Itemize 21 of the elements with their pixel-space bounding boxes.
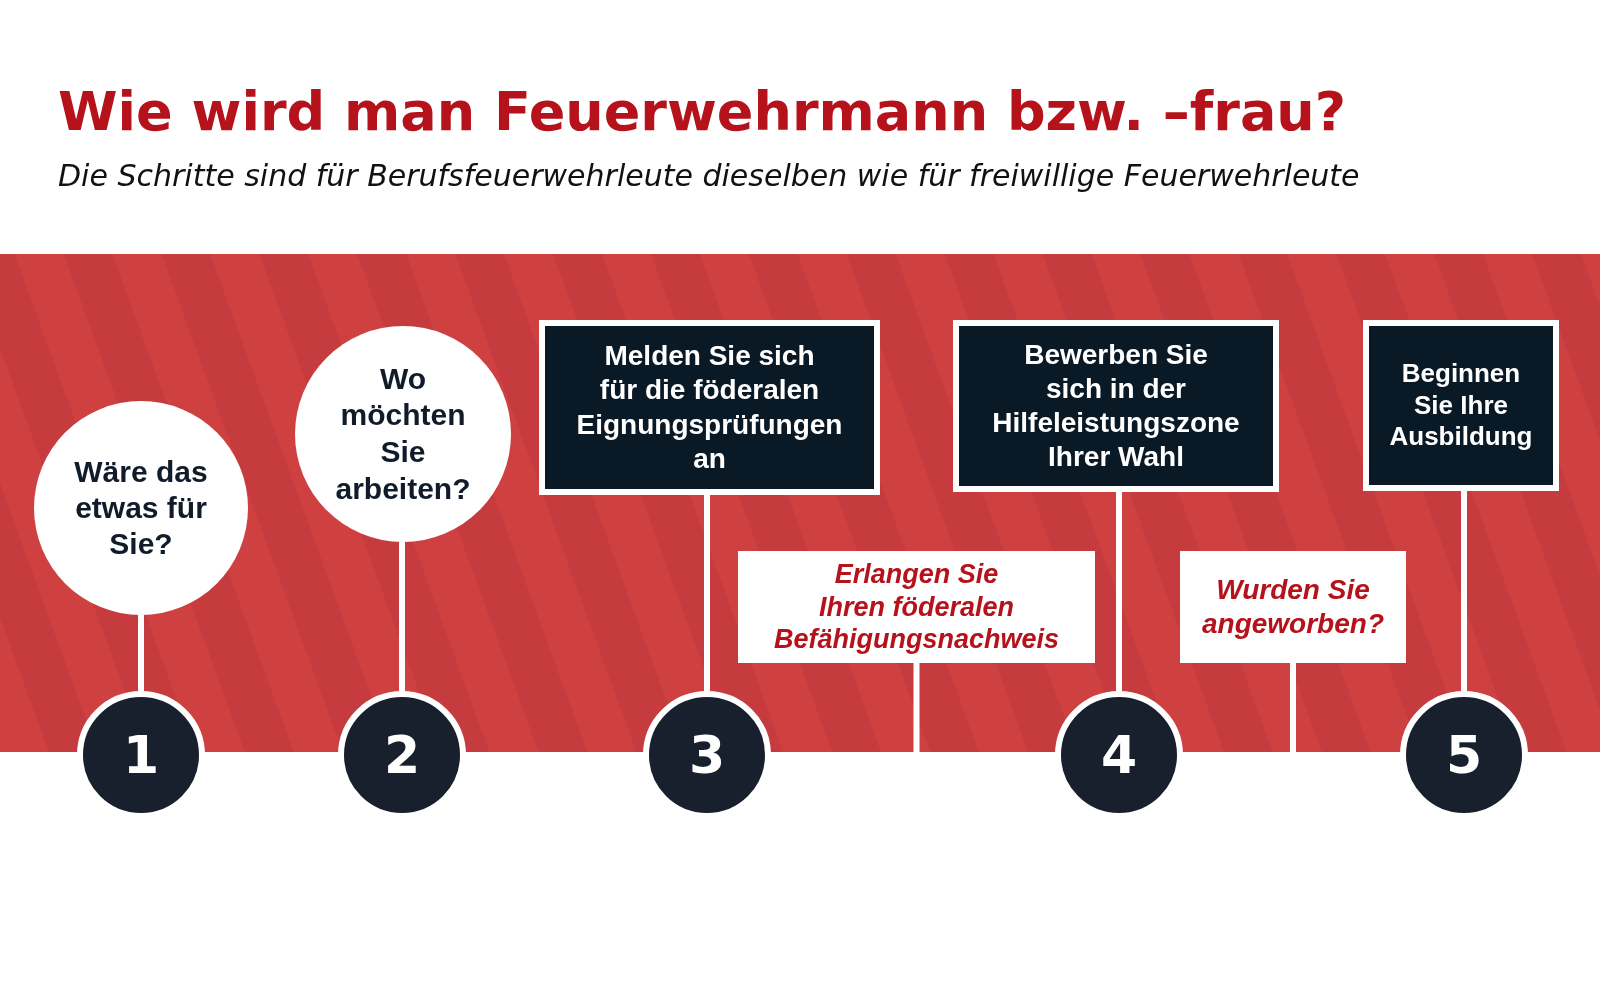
question-circle: Wo möchten Sie arbeiten? — [295, 326, 511, 542]
step-number-circle: 4 — [1055, 691, 1183, 819]
step-number-circle: 5 — [1400, 691, 1528, 819]
connector-line — [138, 615, 144, 691]
step-box: Beginnen Sie Ihre Ausbildung — [1363, 320, 1559, 491]
page-title: Wie wird man Feuerwehrmann bzw. –frau? — [58, 82, 1347, 142]
connector-line — [1116, 492, 1122, 691]
step-number-circle: 2 — [338, 691, 466, 819]
step-number-circle: 1 — [77, 691, 205, 819]
note-box: Erlangen Sie Ihren föderalen Befähigungsnachweis — [738, 551, 1095, 663]
subtitle: Die Schritte sind für Berufsfeuerwehrleute dieselben wie für freiwillige Feuerwehrleute — [58, 158, 1360, 194]
connector-line — [1290, 663, 1296, 752]
connector-line — [913, 663, 920, 752]
connector-line — [399, 542, 405, 691]
step-number-circle: 3 — [643, 691, 771, 819]
connector-line — [704, 495, 710, 691]
step-box: Melden Sie sich für die föderalen Eignungsprüfungen an — [539, 320, 880, 495]
connector-line — [1461, 491, 1467, 691]
note-box: Wurden Sie angeworben? — [1180, 551, 1406, 663]
question-circle: Wäre das etwas für Sie? — [34, 401, 248, 615]
step-box: Bewerben Sie sich in der Hilfeleistungszone Ihrer Wahl — [953, 320, 1279, 492]
